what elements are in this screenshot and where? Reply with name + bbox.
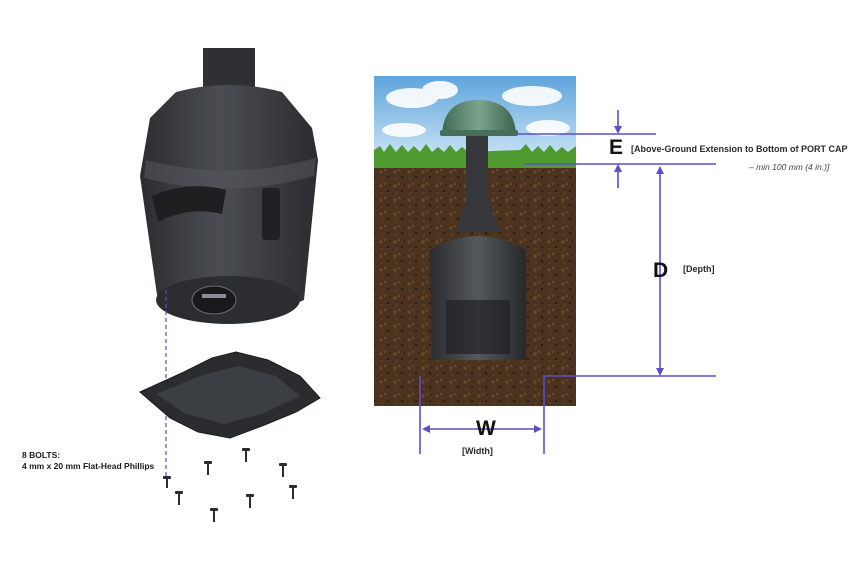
port-cap-rim [440, 130, 518, 136]
device-port-right [262, 188, 280, 240]
bolt-icon [246, 494, 254, 508]
dimension-lines [419, 110, 716, 454]
dimension-d-letter: D [653, 259, 669, 282]
e-arrowhead-top [614, 126, 622, 134]
mounting-plate-highlight [156, 366, 300, 424]
port-cap [442, 100, 516, 134]
device-port-left [152, 186, 226, 222]
e-arrowhead-bottom [614, 164, 622, 172]
bolt-icon [163, 476, 171, 488]
device-label-text [202, 294, 226, 298]
bolt-icon [210, 508, 218, 522]
dimension-w-letter: W [476, 417, 496, 440]
d-arrowhead-bottom [656, 368, 664, 376]
w-arrowhead-right [534, 425, 542, 433]
bolt-icon [279, 463, 287, 477]
ground-installation [374, 76, 576, 406]
dimension-e-description: [Above-Ground Extension to Bottom of POR… [631, 144, 848, 154]
device-housing-band [144, 158, 316, 189]
device-exploded-view [139, 48, 321, 522]
bolts-spec: 4 mm x 20 mm Flat-Head Phillips [22, 461, 155, 471]
dimension-e-letter: E [609, 136, 624, 159]
bolt-icon [175, 491, 183, 505]
dimension-e-minimum: – min 100 mm (4 in.)] [749, 162, 830, 172]
dimension-w-description: [Width] [462, 446, 493, 456]
bolt-icon [204, 461, 212, 475]
bolt-icon [242, 448, 250, 462]
device-housing [140, 85, 318, 320]
bolts [163, 448, 297, 522]
device-label-plate [191, 285, 237, 315]
bolt-icon [289, 485, 297, 499]
port-stem-taper [456, 200, 500, 232]
clouds [382, 81, 570, 137]
w-arrowhead-left [422, 425, 430, 433]
d-arrowhead-top [656, 166, 664, 174]
bottom-extension [543, 375, 716, 398]
buried-device-window [446, 300, 510, 354]
bolts-title: 8 BOLTS: [22, 450, 61, 460]
dimension-d-description: [Depth] [683, 264, 715, 274]
